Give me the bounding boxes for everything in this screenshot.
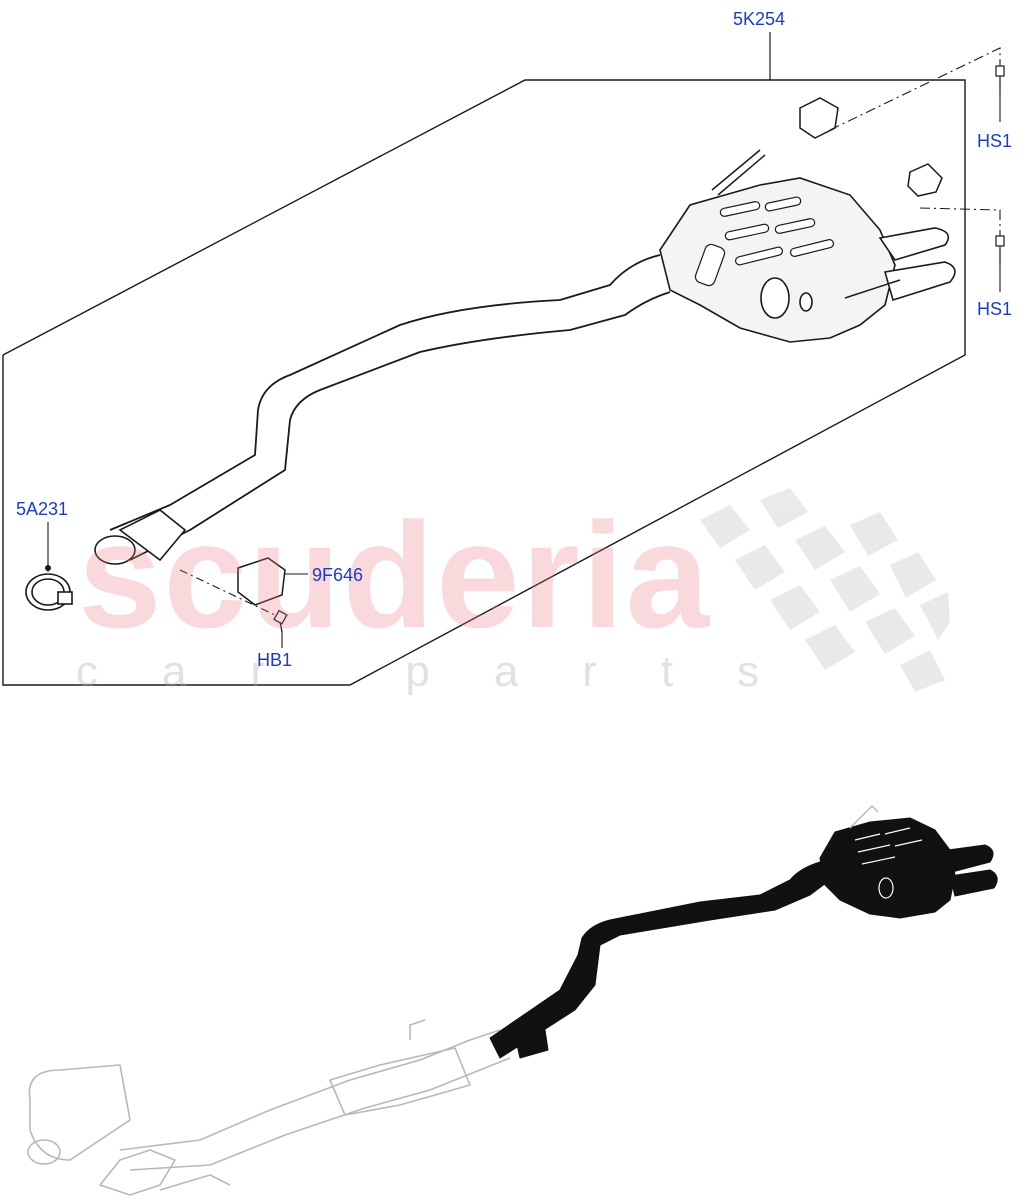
rear-silencer: [659, 177, 956, 343]
exhaust-valve-actuator: [237, 557, 286, 606]
watermark-tagline: car parts: [76, 647, 824, 696]
upper-hanger-bracket: [711, 97, 839, 196]
exhaust-clamp: [25, 573, 73, 611]
callout-label-hs1-lower[interactable]: HS1: [977, 299, 1013, 319]
rear-exhaust-pipe: [109, 254, 671, 561]
overview-hanger: [849, 805, 879, 829]
callout-label-hs1-upper[interactable]: HS1: [977, 131, 1013, 151]
parts-group-frame: [2, 79, 966, 686]
callout-label-5k254[interactable]: 5K254: [733, 9, 786, 29]
bolt: [273, 609, 288, 633]
hanger-stud-upper: [995, 65, 1005, 95]
pipe-coupling: [94, 509, 187, 565]
highlighted-silencer-details: [854, 827, 923, 899]
highlighted-rear-section: [489, 817, 998, 1059]
callout-label-5a231[interactable]: 5A231: [16, 499, 69, 519]
callout-label-9f646[interactable]: 9F646: [312, 565, 364, 585]
callout-label-hb1[interactable]: HB1: [257, 650, 293, 670]
checkered-flag-watermark: [700, 488, 950, 692]
hanger-stud-lower: [995, 235, 1005, 265]
lower-hanger-bracket: [844, 163, 943, 299]
watermark-brand: scuderia: [78, 491, 711, 659]
callout-dot-5a231: [45, 565, 51, 571]
full-exhaust-system-overview: [27, 1019, 511, 1196]
